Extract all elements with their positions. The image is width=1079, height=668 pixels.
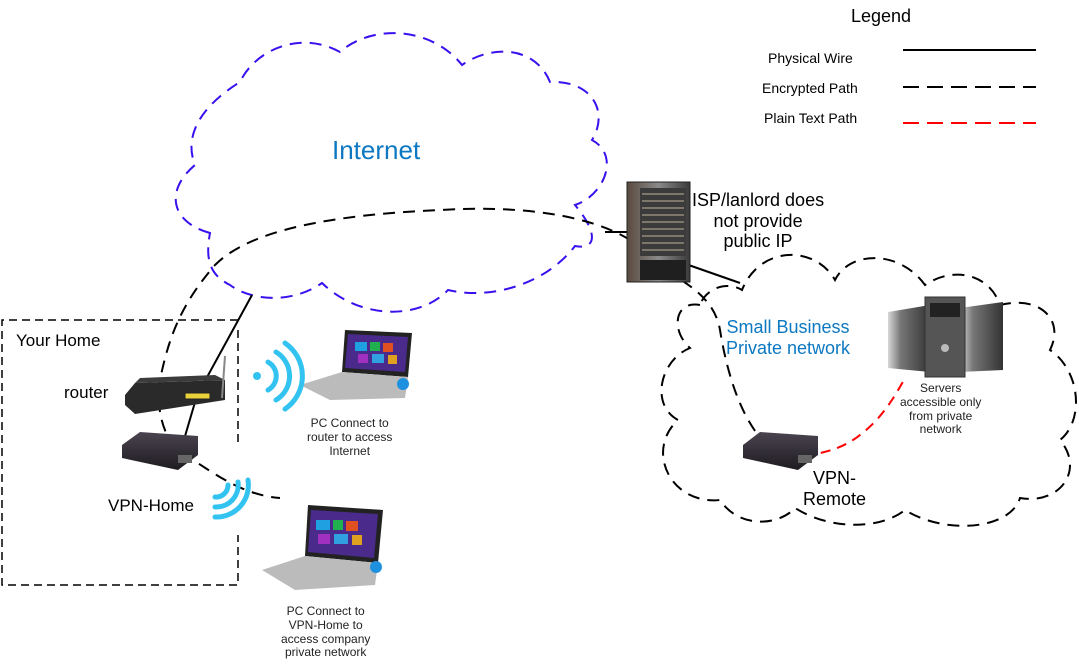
business-label-line: Private network (726, 337, 851, 358)
internet-label: Internet (332, 135, 421, 165)
legend-label-plain-text-path: Plain Text Path (764, 110, 858, 126)
pc-router-caption-line: PC Connect to (310, 416, 389, 430)
legend-label-physical-wire: Physical Wire (768, 50, 853, 66)
legend-label-encrypted-path: Encrypted Path (762, 80, 858, 96)
servers-label: Servers accessible only from private net… (900, 381, 982, 437)
pc-router-caption-line: Internet (329, 443, 371, 458)
pc-router-caption: PC Connect to router to access Internet (307, 416, 393, 458)
home-title: Your Home (16, 331, 101, 350)
router-icon (125, 355, 226, 414)
router-label: router (64, 383, 109, 402)
isp-label-line: not provide (713, 210, 803, 231)
wifi-vpn-home-icon (212, 477, 251, 520)
servers-icon (888, 296, 1003, 378)
business-cloud (660, 254, 1077, 527)
vpn-home-device-icon (122, 432, 198, 470)
laptop-router-icon (300, 330, 412, 400)
pc-vpn-home-caption: PC Connect to VPN-Home to access company… (281, 604, 371, 660)
pc-vpn-home-caption-line: access company (281, 631, 371, 646)
vpn-remote-label-line: VPN- (813, 468, 857, 488)
business-network-label: Small Business Private network (726, 317, 850, 358)
isp-label-line: public IP (723, 231, 793, 252)
wifi-router-icon (253, 340, 305, 412)
encrypted-path-business (664, 269, 776, 453)
vpn-remote-device-icon (743, 432, 818, 470)
servers-label-line: accessible only (900, 394, 982, 409)
physical-wire-router-internet (199, 294, 253, 391)
vpn-home-label: VPN-Home (108, 496, 194, 515)
pc-vpn-home-caption-line: private network (285, 645, 367, 660)
isp-label: ISP/lanlord does not provide public IP (692, 190, 824, 252)
isp-label-line: ISP/lanlord does (692, 190, 825, 210)
pc-router-caption-line: router to access (307, 429, 393, 444)
pc-vpn-home-caption-line: VPN-Home to (288, 617, 363, 632)
home-boundary (1, 319, 239, 586)
vpn-remote-label-line: Remote (803, 488, 867, 509)
vpn-remote-label: VPN- Remote (803, 468, 866, 509)
servers-label-line: network (919, 422, 962, 437)
internet-cloud (174, 32, 608, 313)
laptop-vpn-home-icon (262, 505, 383, 590)
legend-title: Legend (851, 6, 912, 26)
business-label-line: Small Business (726, 317, 850, 337)
isp-rack-icon (626, 181, 691, 283)
servers-label-line: from private (909, 408, 973, 423)
pc-vpn-home-caption-line: PC Connect to (286, 604, 365, 618)
servers-label-line: Servers (920, 381, 962, 395)
